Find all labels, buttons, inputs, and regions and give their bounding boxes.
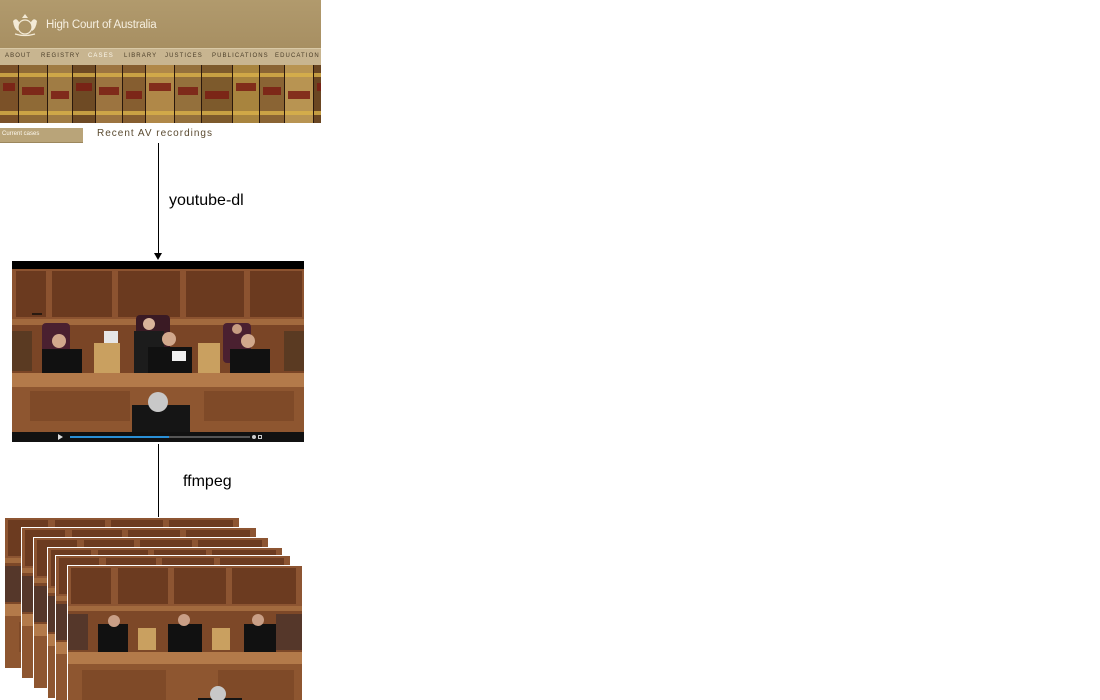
book-spine <box>73 65 96 123</box>
book-band <box>202 73 232 77</box>
book-band <box>285 73 313 77</box>
courtroom-image <box>12 269 304 432</box>
book-label <box>3 83 15 91</box>
book-band <box>260 111 284 115</box>
player-controls <box>12 432 304 442</box>
arrowhead-1 <box>154 253 162 260</box>
book-band <box>0 73 18 77</box>
nav-item-registry[interactable]: REGISTRY <box>41 53 81 59</box>
site-banner: High Court of Australia <box>0 0 321 48</box>
extracted-frame <box>68 566 302 700</box>
site-title: High Court of Australia <box>46 19 157 31</box>
book-band <box>175 111 201 115</box>
extracted-frames-stack <box>0 510 320 700</box>
coat-of-arms-icon <box>13 14 37 37</box>
book-band <box>96 111 122 115</box>
book-spine <box>202 65 233 123</box>
book-band <box>123 73 145 77</box>
book-label <box>22 87 44 95</box>
book-band <box>233 111 259 115</box>
book-label <box>205 91 229 99</box>
book-spine <box>48 65 73 123</box>
book-band <box>19 73 47 77</box>
arrow-line-2 <box>158 444 159 520</box>
step-label-ffmpeg: ffmpeg <box>183 473 232 490</box>
sidebar-tab-current-cases[interactable]: Current cases <box>0 128 83 143</box>
arrow-line-1 <box>158 143 159 253</box>
courtroom-video-frame <box>12 269 304 432</box>
hca-website-screenshot: High Court of Australia ABOUT REGISTRY C… <box>0 0 321 123</box>
nav-item-justices[interactable]: JUSTICES <box>165 53 203 59</box>
nav-item-about[interactable]: ABOUT <box>5 53 32 59</box>
volume-icon[interactable] <box>252 435 256 439</box>
book-spine <box>123 65 146 123</box>
nav-item-publications[interactable]: PUBLICATIONS <box>212 53 269 59</box>
book-spine <box>19 65 48 123</box>
book-band <box>123 111 145 115</box>
book-label <box>76 83 92 91</box>
book-label <box>99 87 119 95</box>
page-heading: Recent AV recordings <box>97 128 213 139</box>
book-band <box>19 111 47 115</box>
play-icon[interactable] <box>58 434 63 440</box>
book-band <box>73 111 95 115</box>
fullscreen-icon[interactable] <box>258 435 262 439</box>
book-band <box>73 73 95 77</box>
books-banner-image <box>0 65 321 123</box>
book-band <box>260 73 284 77</box>
book-spine <box>0 65 19 123</box>
book-spine <box>146 65 175 123</box>
book-band <box>48 73 72 77</box>
book-label <box>288 91 310 99</box>
step-label-youtube-dl: youtube-dl <box>169 192 244 209</box>
book-label <box>317 83 321 91</box>
book-band <box>0 111 18 115</box>
book-band <box>314 73 321 77</box>
sidebar-tab-label: Current cases <box>2 131 40 137</box>
book-spine <box>285 65 314 123</box>
book-spine <box>175 65 202 123</box>
progress-fill <box>70 436 169 438</box>
book-band <box>146 111 174 115</box>
site-nav: ABOUT REGISTRY CASES LIBRARY JUSTICES PU… <box>0 48 321 65</box>
book-label <box>149 83 171 91</box>
book-band <box>48 111 72 115</box>
book-label <box>51 91 69 99</box>
book-band <box>146 73 174 77</box>
book-band <box>175 73 201 77</box>
book-band <box>233 73 259 77</box>
book-label <box>263 87 281 95</box>
book-band <box>202 111 232 115</box>
book-label <box>178 87 198 95</box>
video-player[interactable] <box>12 261 304 442</box>
nav-item-cases[interactable]: CASES <box>88 53 114 59</box>
book-label <box>236 83 256 91</box>
book-spine <box>314 65 321 123</box>
book-spine <box>233 65 260 123</box>
book-band <box>96 73 122 77</box>
book-band <box>285 111 313 115</box>
nav-item-library[interactable]: LIBRARY <box>124 53 158 59</box>
book-band <box>314 111 321 115</box>
book-label <box>126 91 142 99</box>
book-spine <box>260 65 285 123</box>
nav-item-education[interactable]: EDUCATION <box>275 53 320 59</box>
book-spine <box>96 65 123 123</box>
progress-bar[interactable] <box>70 436 250 438</box>
